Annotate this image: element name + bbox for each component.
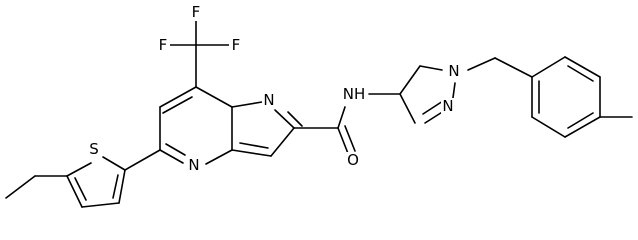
atom-label-nitrogen: N bbox=[188, 156, 199, 174]
atom-label-fluorine: F bbox=[232, 36, 241, 54]
atom-label-fluorine: F bbox=[192, 3, 201, 21]
atom-label-sulfur: S bbox=[89, 140, 99, 158]
atom-label-fluorine: F bbox=[159, 36, 168, 54]
atom-label-amide-nh: NH bbox=[343, 85, 366, 103]
atom-label-oxygen: O bbox=[347, 151, 359, 169]
bonds bbox=[5, 12, 633, 208]
molecule-diagram: F F F N N N N S O NH bbox=[5, 3, 633, 208]
atom-label-nitrogen: N bbox=[263, 91, 274, 109]
structure-drawing: F F F N N N N S O NH bbox=[5, 3, 633, 208]
atom-labels: F F F N N N N S O NH bbox=[87, 3, 461, 174]
atom-label-nitrogen: N bbox=[442, 97, 453, 115]
atom-label-nitrogen: N bbox=[448, 62, 459, 80]
